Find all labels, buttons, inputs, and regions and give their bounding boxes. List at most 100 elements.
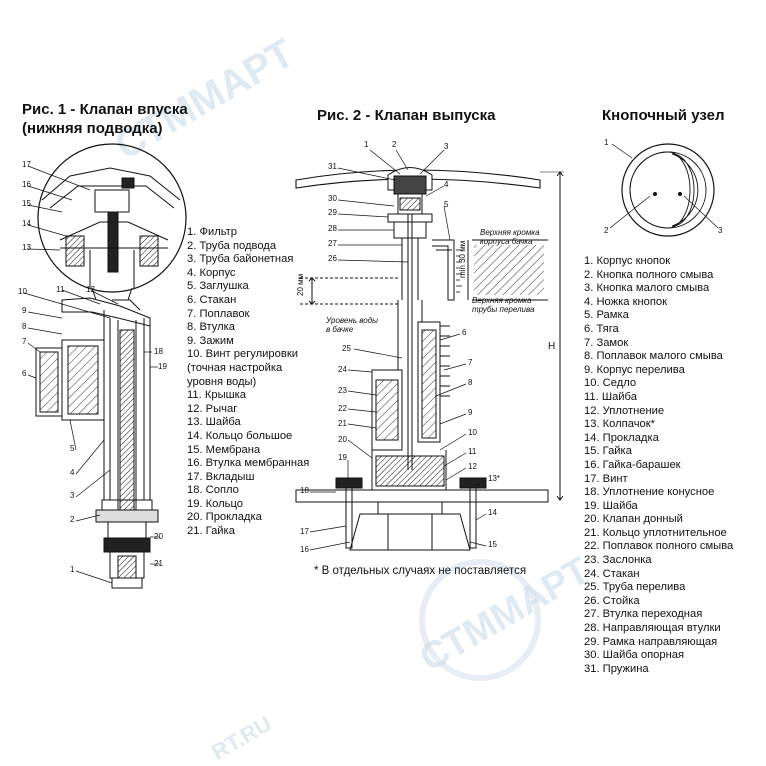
- fig1-label: 6: [22, 369, 27, 378]
- fig1-legend-item: 19. Кольцо: [187, 497, 244, 510]
- fig1-label: 9: [22, 306, 27, 315]
- fig1-label: 15: [22, 199, 31, 208]
- knob-legend-item: 3. Кнопка малого смыва: [584, 282, 710, 295]
- knob-legend-item: 31. Пружина: [584, 662, 649, 675]
- knob-legend-item: 9. Корпус перелива: [584, 363, 685, 376]
- fig2-label: 20: [338, 435, 347, 444]
- fig2-label: 7: [468, 358, 473, 367]
- fig1-legend-item: 5. Заглушка: [187, 280, 249, 293]
- fig2-label: 16: [300, 545, 309, 554]
- fig2-label: 31: [328, 162, 337, 171]
- fig2-label: 18: [300, 486, 309, 495]
- fig1-legend-item: 2. Труба подвода: [187, 239, 277, 252]
- fig1-legend-item: 12. Рычаг: [187, 402, 238, 415]
- fig1-label: 5: [70, 444, 75, 453]
- knob-legend-item: 10. Седло: [584, 377, 637, 390]
- fig2-label: 4: [444, 180, 449, 189]
- knob-legend-item: 14. Прокладка: [584, 431, 659, 444]
- knob-legend-item: 22. Поплавок полного смыва: [584, 540, 734, 553]
- fig1-label: 13: [22, 243, 31, 252]
- knob-legend-item: 17. Винт: [584, 472, 628, 485]
- knob-legend-item: 19. Шайба: [584, 499, 638, 512]
- fig1-label: 16: [22, 180, 31, 189]
- knob-legend-item: 11. Шайба: [584, 390, 637, 403]
- knob-label: 3: [718, 226, 723, 235]
- fig1-title: Рис. 1 - Клапан впуска (нижняя подводка): [22, 101, 188, 137]
- knob-legend-item: 25. Труба перелива: [584, 581, 686, 594]
- knob-legend-item: 15. Гайка: [584, 445, 632, 458]
- fig2-label: 5: [444, 200, 449, 209]
- fig2-label: 22: [338, 404, 347, 413]
- knob-legend-item: 23. Заслонка: [584, 554, 652, 567]
- knob-label: 1: [604, 138, 609, 147]
- fig1-label: 20: [154, 532, 163, 541]
- knob-legend-item: 24. Стакан: [584, 567, 640, 580]
- fig2-label: 12: [468, 462, 477, 471]
- fig2-label: 26: [328, 254, 337, 263]
- knob-label: 2: [604, 226, 609, 235]
- fig1-legend-item: 20. Прокладка: [187, 511, 262, 524]
- fig1-label: 17: [22, 160, 31, 169]
- fig1-label: 14: [22, 219, 31, 228]
- knob-legend-item: 12. Уплотнение: [584, 404, 665, 417]
- fig2-label: 13*: [488, 474, 501, 483]
- knob-legend-item: 21. Кольцо уплотнительное: [584, 526, 727, 539]
- fig1-legend-item: 6. Стакан: [187, 293, 237, 306]
- fig2-label: 9: [468, 408, 473, 417]
- fig1-legend-item: 7. Поплавок: [187, 307, 250, 320]
- fig1-label: 8: [22, 322, 27, 331]
- fig1-legend-item: 4. Корпус: [187, 266, 236, 279]
- fig2-title: Рис. 2 - Клапан выпуска: [317, 107, 496, 124]
- fig2-label: 3: [444, 142, 449, 151]
- fig1-legend-item: уровня воды): [187, 375, 257, 388]
- fig1-legend-item: 21. Гайка: [187, 525, 235, 538]
- fig2-label: 2: [392, 140, 397, 149]
- fig1-legend-item: 18. Сопло: [187, 484, 239, 497]
- fig2-label: 10: [468, 428, 477, 437]
- fig1-legend-item: 11. Крышка: [187, 389, 246, 402]
- knob-legend: 1. Корпус кнопок 2. Кнопка полного смыва…: [584, 255, 733, 676]
- fig1-label: 7: [22, 337, 27, 346]
- fig2-note: * В отдельных случаях не поставляется: [314, 565, 527, 577]
- fig2-label: 27: [328, 239, 337, 248]
- fig1-label: 11: [56, 285, 65, 294]
- fig1-legend-item: 10. Винт регулировки: [187, 348, 298, 361]
- fig2-label: 8: [468, 378, 473, 387]
- fig1-legend-item: (точная настройка: [187, 361, 283, 374]
- fig1-legend-item: 8. Втулка: [187, 321, 236, 334]
- knob-legend-item: 13. Колпачок*: [584, 418, 656, 431]
- fig1-legend-item: 17. Вкладыш: [187, 470, 255, 483]
- fig1-label: 4: [70, 468, 75, 477]
- fig2-label: 6: [462, 328, 467, 337]
- fig1-legend-item: 3. Труба байонетная: [187, 253, 294, 266]
- fig2-label: 24: [338, 365, 347, 374]
- fig1-label: 1: [70, 565, 75, 574]
- fig2-label: 15: [488, 540, 497, 549]
- knob-legend-item: 8. Поплавок малого смыва: [584, 350, 723, 363]
- knob-title: Кнопочный узел: [602, 107, 725, 124]
- fig1-label: 12: [86, 285, 95, 294]
- fig1-legend-item: 1. Фильтр: [187, 226, 238, 238]
- knob-legend-item: 4. Ножка кнопок: [584, 295, 668, 308]
- knob-legend-item: 5. Рамка: [584, 309, 629, 322]
- fig2-label: 23: [338, 386, 347, 395]
- knob-legend-item: 1. Корпус кнопок: [584, 255, 671, 267]
- fig1-legend-item: 13. Шайба: [187, 416, 241, 429]
- fig1-label: 2: [70, 515, 75, 524]
- fig1-label: 18: [154, 347, 163, 356]
- knob-legend-item: 26. Стойка: [584, 594, 640, 607]
- knob-legend-item: 18. Уплотнение конусное: [584, 486, 715, 499]
- knob-legend-item: 30. Шайба опорная: [584, 649, 685, 662]
- fig1-legend-item: 9. Зажим: [187, 334, 234, 347]
- fig2-label: 1: [364, 140, 369, 149]
- fig2-label: 11: [468, 447, 477, 456]
- fig1-legend-item: 15. Мембрана: [187, 443, 261, 456]
- fig2-label: 17: [300, 527, 309, 536]
- knob-legend-item: 20. Клапан донный: [584, 513, 683, 526]
